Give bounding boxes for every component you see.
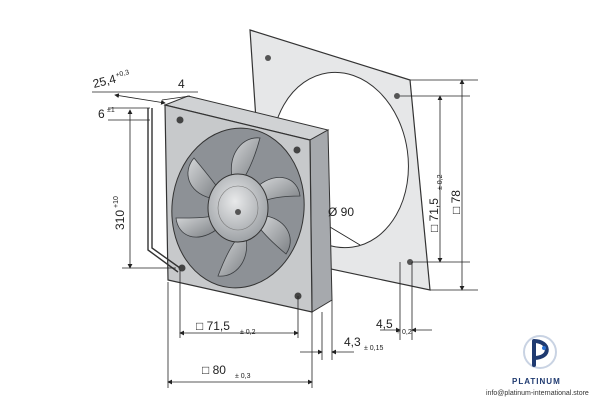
dimension-lines (92, 79, 478, 388)
hole-diameter-label: 4,5 (376, 317, 393, 331)
width-v-label: □ 78 (449, 190, 463, 214)
width-h-tol: ± 0,3 (235, 373, 251, 380)
fan-blades (175, 137, 301, 277)
cable-offset-tol: ±1 (107, 107, 115, 114)
platinum-logo-icon (523, 335, 557, 369)
hole-spacing-v-label: □ 71,5 (427, 198, 441, 232)
dimension-labels: 25,4 +0,3 4 6 ±1 310 +10 □ 71,5 ± 0,2 □ … (91, 69, 463, 380)
hole-diameter-tol: + 0,2 (396, 329, 412, 336)
gasket-thickness-tol: ± 0,15 (364, 345, 384, 352)
housing-hole (176, 116, 184, 124)
cable-length-tol: +10 (113, 196, 120, 208)
cable-length-label: 310 (113, 210, 127, 230)
mount-hole (394, 93, 400, 99)
housing-hole (178, 264, 186, 272)
cable-offset-label: 6 (98, 107, 105, 121)
frame-depth-label: 25,4 (91, 72, 117, 91)
hole-spacing-h-tol: ± 0,2 (240, 329, 256, 336)
flange-label: 4 (178, 77, 185, 91)
hole-spacing-v-tol: ± 0,2 (437, 174, 444, 190)
mount-hole (265, 55, 271, 61)
mount-hole (407, 259, 413, 265)
frame-depth-tol: +0,3 (115, 69, 130, 79)
fan-cable (147, 108, 181, 273)
gasket-thickness-label: 4,3 (344, 335, 361, 349)
width-h-label: □ 80 (202, 363, 226, 377)
brand-url: info@platinum-international.store (486, 390, 589, 397)
brand-name: PLATINUM (512, 377, 561, 386)
brand-block: PLATINUM info@platinum-international.sto… (486, 335, 589, 397)
hole-spacing-h-label: □ 71,5 (196, 319, 230, 333)
opening-diameter-label: Ø 90 (328, 205, 354, 219)
housing-hole (293, 146, 301, 154)
